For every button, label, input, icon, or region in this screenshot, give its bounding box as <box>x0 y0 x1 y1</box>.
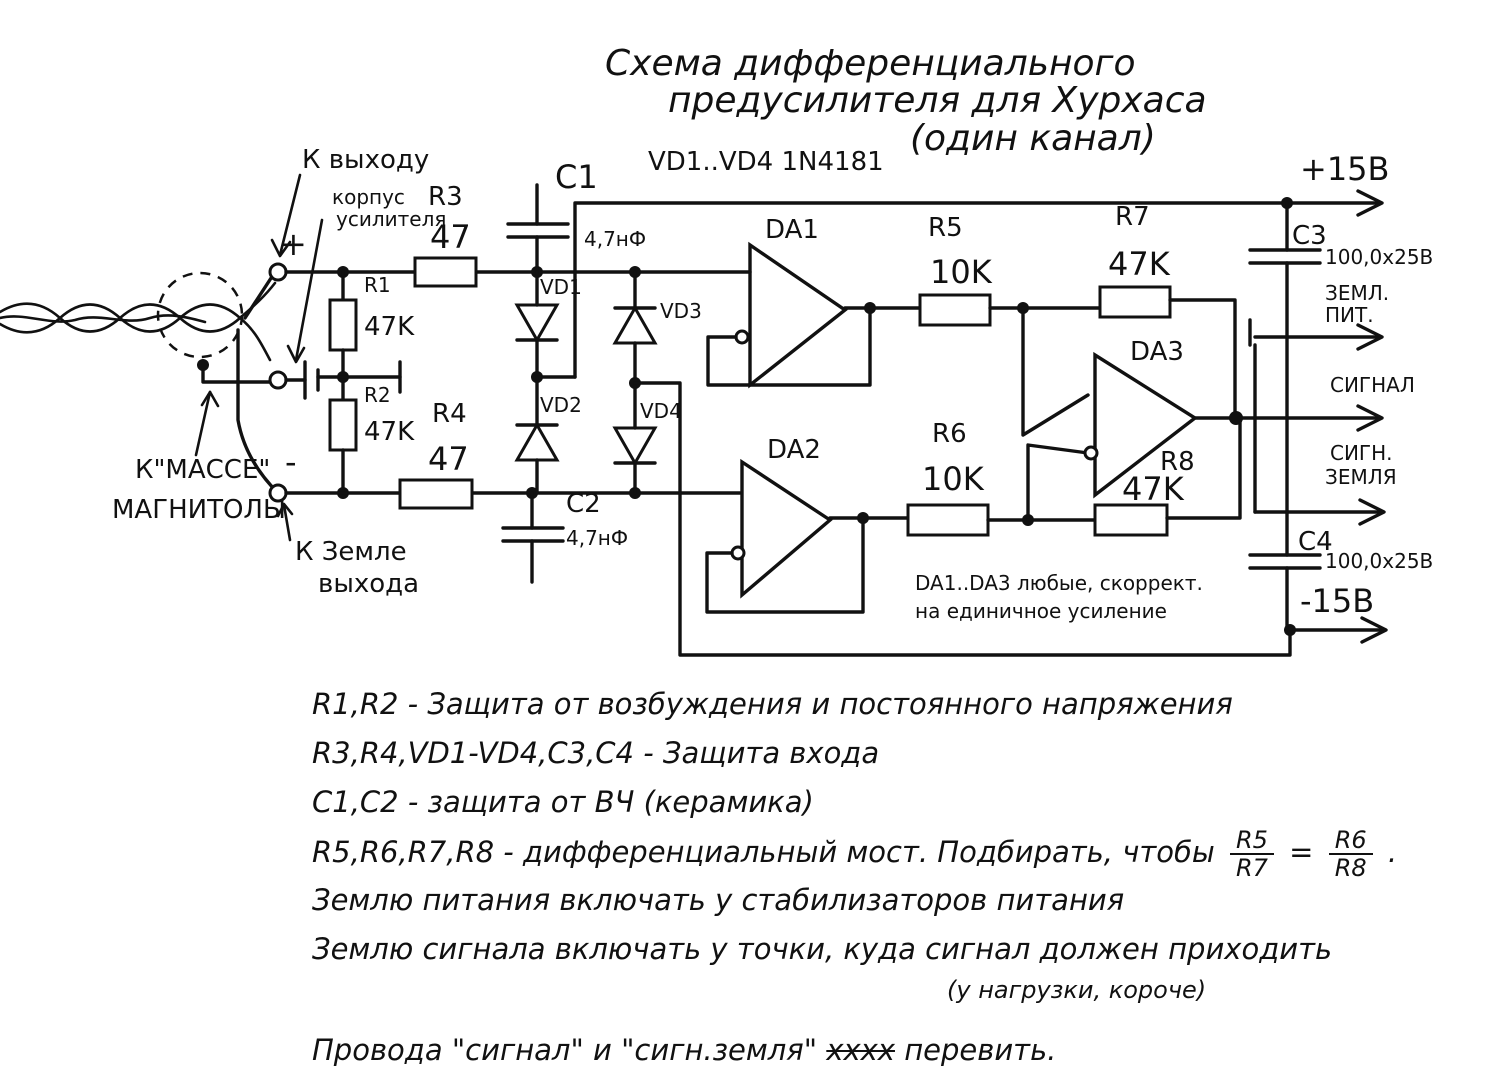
note-load: (у нагрузки, короче) <box>947 976 1207 1004</box>
k-masse-label: К"МАССЕ" <box>135 455 270 485</box>
k-zemle-label: К Земле <box>295 537 407 567</box>
c4-value: 100,0x25B <box>1325 549 1433 573</box>
r8-value: 47K <box>1122 470 1185 508</box>
resistor-r5 <box>918 293 992 327</box>
cable-shield-circle <box>156 271 244 359</box>
diode-vd2 <box>514 421 560 462</box>
note-power-ground: Землю питания включать у стабилизаторов … <box>312 883 1125 917</box>
opamp-da1 <box>748 241 848 389</box>
r2-value: 47K <box>364 417 415 447</box>
usilitelya-label: усилителя <box>336 207 446 231</box>
plus15-label: +15B <box>1300 150 1389 188</box>
r6-name: R6 <box>932 419 967 449</box>
signal-output-label: СИГНАЛ <box>1330 373 1415 397</box>
c1-value: 4,7нФ <box>584 227 646 251</box>
r5-name: R5 <box>928 213 963 243</box>
c1-name: C1 <box>555 158 598 196</box>
note-hf-protection: C1,C2 - защита от ВЧ (керамика) <box>312 785 814 819</box>
r3-value: 47 <box>430 218 471 256</box>
notes-block: R1,R2 - Защита от возбуждения и постоянн… <box>312 680 1472 1075</box>
diode-vd3 <box>612 304 658 345</box>
opamps-note-1: DA1..DA3 любые, скоррект. <box>915 571 1203 595</box>
bridge-note-end: . <box>1387 835 1398 869</box>
title-line-2: предусилителя для Хурхаса <box>668 80 1207 121</box>
frac2-denominator: R8 <box>1334 854 1367 882</box>
resistor-r8 <box>1093 503 1169 537</box>
diode-vd1 <box>514 303 560 344</box>
vd4-label: VD4 <box>640 399 682 423</box>
input-gnd-terminal[interactable] <box>268 370 288 390</box>
vyhoda-label: выхода <box>318 569 419 599</box>
r1-value: 47K <box>364 312 415 342</box>
r7-name: R7 <box>1115 202 1150 232</box>
note-input-protection: R3,R4,VD1-VD4,C3,C4 - Защита входа <box>312 736 880 770</box>
twist-suffix: перевить. <box>904 1033 1057 1067</box>
minus-input-sign: - <box>285 443 297 481</box>
opamp-da3 <box>1093 351 1198 499</box>
r5-value: 10K <box>930 253 993 291</box>
r7-value: 47K <box>1108 245 1171 283</box>
twist-struck-word: xxxx <box>826 1033 895 1067</box>
note-bridge: R5,R6,R7,R8 - дифференциальный мост. Под… <box>312 827 1472 881</box>
vd2-label: VD2 <box>540 393 582 417</box>
resistor-r2 <box>328 398 358 452</box>
r1-name: R1 <box>364 273 391 297</box>
resistor-r7 <box>1098 285 1172 319</box>
da3-inverting-input <box>1083 445 1099 461</box>
input-plus-terminal[interactable] <box>268 262 288 282</box>
opamps-note-2: на единичное усиление <box>915 599 1167 623</box>
da2-inverting-input <box>730 545 746 561</box>
opamp-da2 <box>740 458 833 599</box>
resistor-r1 <box>328 298 358 352</box>
signal-ground-label-2: ЗЕМЛЯ <box>1325 465 1397 489</box>
signal-ground-label-1: СИГН. <box>1330 441 1393 465</box>
korpus-label: корпус <box>332 185 405 209</box>
magnitoly-label: МАГНИТОЛЫ <box>112 495 286 525</box>
c2-name: C2 <box>566 489 601 519</box>
r4-name: R4 <box>432 399 467 429</box>
c3-name: C3 <box>1292 221 1327 251</box>
power-ground-label-1: ЗЕМЛ. <box>1325 281 1389 305</box>
note-twist: Провода "сигнал" и "сигн.земля" xxxx пер… <box>312 1026 1472 1075</box>
r4-value: 47 <box>428 440 469 478</box>
title-line-3: (один канал) <box>910 118 1156 159</box>
r2-name: R2 <box>364 383 391 407</box>
minus15-label: -15B <box>1300 582 1374 620</box>
vd1-label: VD1 <box>540 275 582 299</box>
r6-value: 10K <box>922 460 985 498</box>
da2-label: DA2 <box>767 435 821 465</box>
equals-sign: = <box>1289 835 1314 869</box>
twist-prefix: Провода "сигнал" и "сигн.земля" <box>312 1033 818 1067</box>
diodes-note: VD1..VD4 1N4181 <box>648 147 884 177</box>
da3-label: DA3 <box>1130 337 1184 367</box>
frac1-numerator: R5 <box>1230 827 1274 855</box>
power-ground-label-2: ПИТ. <box>1325 303 1374 327</box>
da1-inverting-input <box>734 329 750 345</box>
c2-value: 4,7нФ <box>566 526 628 550</box>
resistor-r3 <box>413 256 478 288</box>
note-r1-r2: R1,R2 - Защита от возбуждения и постоянн… <box>312 687 1233 721</box>
resistor-r4 <box>398 478 474 510</box>
k-vyhodu-label: К выходу <box>302 145 429 175</box>
r8-name: R8 <box>1160 447 1195 477</box>
twisted-input-cable <box>0 271 277 362</box>
c3-value: 100,0x25B <box>1325 245 1433 269</box>
vd3-label: VD3 <box>660 299 702 323</box>
plus-input-sign: + <box>280 225 307 263</box>
frac2-numerator: R6 <box>1328 827 1373 855</box>
r3-name: R3 <box>428 182 463 212</box>
title-line-1: Схема дифференциального <box>605 43 1135 84</box>
note-signal-ground: Землю сигнала включать у точки, куда сиг… <box>312 932 1333 966</box>
frac1-denominator: R7 <box>1236 854 1268 882</box>
resistor-r6 <box>906 503 990 537</box>
da1-label: DA1 <box>765 215 819 245</box>
diode-vd4 <box>612 426 658 467</box>
note-bridge-text: R5,R6,R7,R8 - дифференциальный мост. Под… <box>312 835 1215 869</box>
c4-name: C4 <box>1298 527 1333 557</box>
